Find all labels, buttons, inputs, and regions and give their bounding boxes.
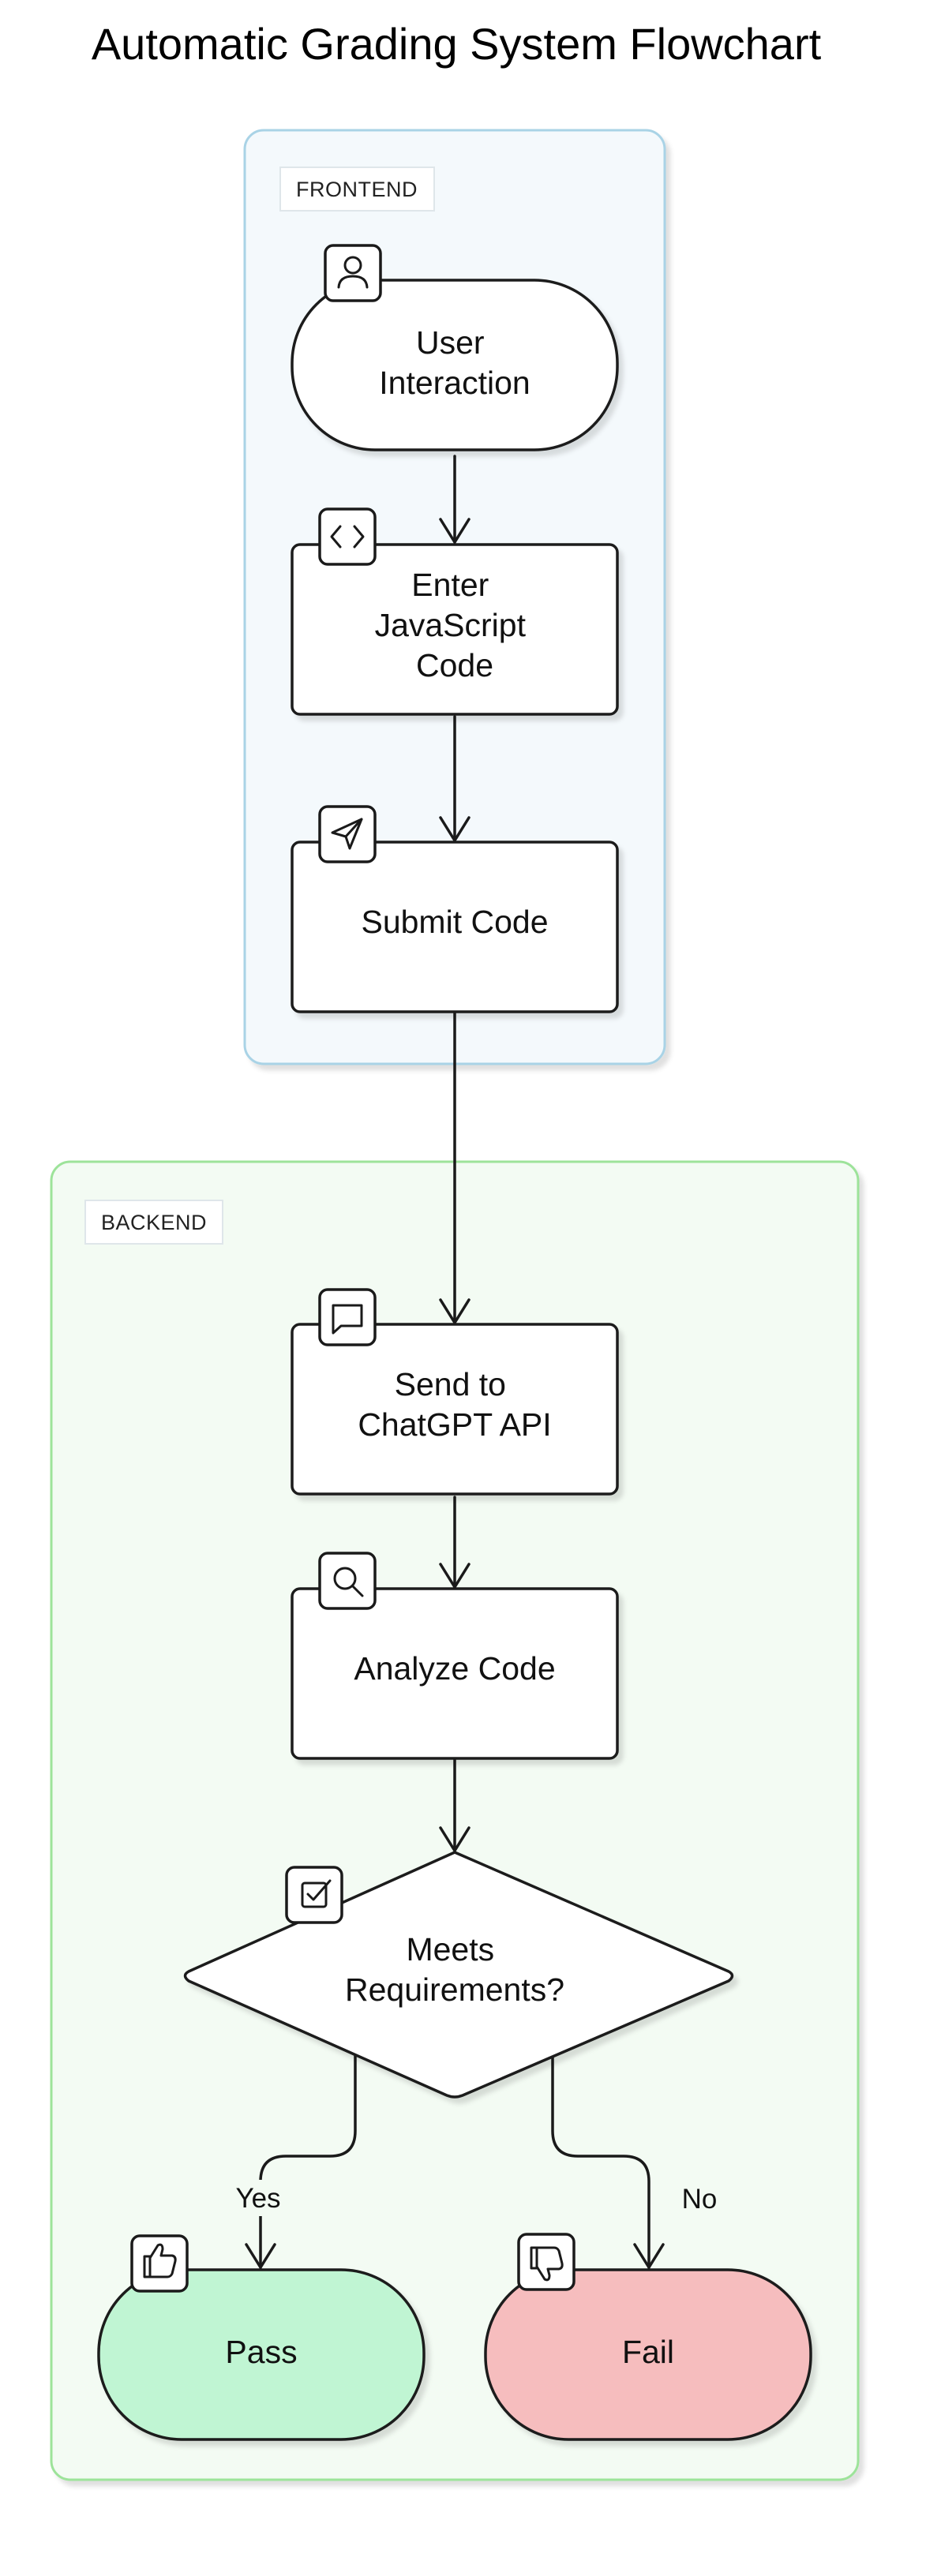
- node-decision: Meets Requirements?: [183, 1851, 734, 2099]
- message-icon: [318, 1288, 377, 1346]
- pass-label: Pass: [225, 2334, 297, 2370]
- fail-label: Fail: [622, 2334, 674, 2370]
- pass-shape: [97, 2268, 426, 2441]
- yes-label-bg: [227, 2180, 290, 2216]
- frontend-cluster-tag: [279, 167, 435, 212]
- thumbs-down-icon: [517, 2233, 575, 2291]
- arrowhead-send: [439, 1298, 470, 1324]
- arrowhead-submit: [439, 816, 470, 842]
- arrowhead-analyze: [439, 1563, 470, 1589]
- submit-code-shape: [291, 841, 619, 1013]
- code-icon: [318, 507, 377, 566]
- thumbs-up-icon: [130, 2234, 189, 2293]
- edge-decision-to-pass: [259, 2053, 357, 2269]
- enter-code-label: Enter JavaScript Code: [375, 567, 535, 683]
- send-icon: [318, 805, 377, 863]
- submit-code-label: Submit Code: [361, 904, 548, 940]
- analyze-code-label: Analyze Code: [354, 1650, 555, 1687]
- edge-label-yes: Yes: [235, 2183, 280, 2214]
- arrowhead-fail: [633, 2243, 665, 2269]
- user-interaction-shape: [291, 279, 619, 451]
- backend-cluster-tag: [84, 1200, 223, 1245]
- analyze-code-shape: [291, 1587, 619, 1760]
- node-enter-code: Enter JavaScript Code: [291, 507, 619, 716]
- node-analyze-code: Analyze Code: [291, 1552, 619, 1760]
- checkbox-icon: [285, 1866, 343, 1924]
- node-submit-code: Submit Code: [291, 805, 619, 1013]
- send-api-shape: [291, 1323, 619, 1496]
- search-icon: [318, 1552, 377, 1610]
- node-pass: Pass: [97, 2234, 426, 2441]
- arrowhead-pass: [245, 2243, 276, 2269]
- frontend-cluster-label: FRONTEND: [296, 178, 418, 201]
- decision-label: Meets Requirements?: [345, 1931, 564, 2008]
- fail-shape: [484, 2268, 812, 2441]
- node-user-interaction: User Interaction: [291, 244, 619, 451]
- edge-decision-to-fail: [551, 2053, 650, 2269]
- arrowhead-decision: [439, 1826, 470, 1852]
- user-interaction-label: User Interaction: [379, 324, 530, 401]
- send-api-label: Send to ChatGPT API: [358, 1366, 551, 1443]
- node-fail: Fail: [484, 2233, 812, 2441]
- arrowhead-enter: [439, 518, 470, 544]
- diagram-title: Automatic Grading System Flowchart: [92, 19, 822, 69]
- backend-cluster-label: BACKEND: [101, 1211, 207, 1234]
- edge-label-no: No: [682, 2184, 718, 2215]
- edges: [245, 455, 665, 2269]
- node-send-api: Send to ChatGPT API: [291, 1288, 619, 1496]
- user-icon: [324, 244, 382, 302]
- enter-code-shape: [291, 543, 619, 716]
